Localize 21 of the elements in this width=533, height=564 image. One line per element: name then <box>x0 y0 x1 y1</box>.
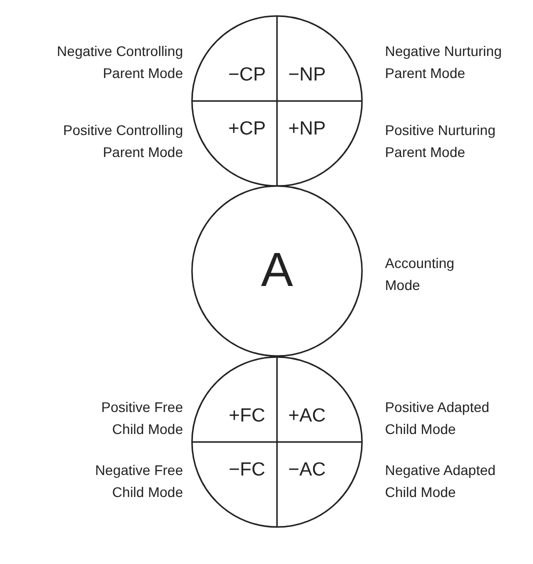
quadrant-label: +FC <box>228 406 266 426</box>
mode-circle <box>191 356 363 528</box>
center-label: A <box>261 247 293 295</box>
quadrant-label: +NP <box>288 120 326 138</box>
mode-description: Positive Free Child Mode <box>100 398 183 439</box>
mode-circle <box>191 185 363 357</box>
mode-description: Positive Nurturing Parent Mode <box>385 121 496 162</box>
mode-description: Negative Free Child Mode <box>94 461 183 502</box>
mode-description: Positive Adapted Child Mode <box>385 398 490 439</box>
quadrant-label: −NP <box>288 66 326 84</box>
mode-description: Negative Nurturing Parent Mode <box>385 42 503 83</box>
quadrant-label: +CP <box>228 120 266 138</box>
quadrant-label: −FC <box>228 460 266 480</box>
quadrant-label: −CP <box>228 66 266 84</box>
mode-description: Positive Controlling Parent Mode <box>62 121 183 162</box>
quadrant-label: +AC <box>288 406 326 426</box>
mode-description: Negative Controlling Parent Mode <box>56 42 183 83</box>
quadrant-label: −AC <box>288 460 326 480</box>
mode-description: Accounting Mode <box>385 254 456 295</box>
mode-circle <box>191 15 363 187</box>
mode-description: Negative Adapted Child Mode <box>385 461 497 502</box>
